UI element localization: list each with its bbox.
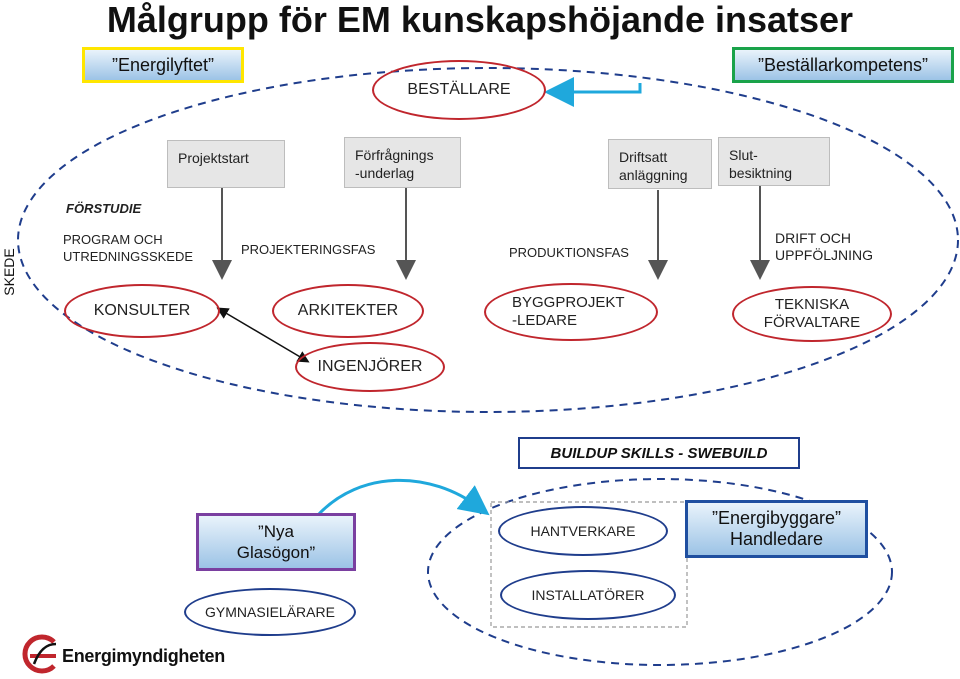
milestone-line2: besiktning — [729, 165, 793, 181]
phase-program: PROGRAM OCH UTREDNINGSSKEDE — [63, 231, 193, 265]
energibyggare-line2: Handledare — [729, 529, 824, 549]
energilyftet-box: ”Energilyftet” — [82, 47, 244, 83]
energibyggare-line1: ”Energibyggare” — [711, 508, 842, 528]
tekniska-line1: TEKNISKA — [774, 296, 850, 313]
logo-mark-icon — [22, 634, 57, 674]
phase-drift: DRIFT OCH UPPFÖLJNING — [775, 230, 873, 264]
page-title: Målgrupp för EM kunskapshöjande insatser — [106, 0, 854, 40]
milestone-line1: Driftsatt — [619, 149, 668, 165]
bestallare-oval: BESTÄLLARE — [372, 60, 546, 120]
buildup-skills-box: BUILDUP SKILLS - SWEBUILD — [518, 437, 800, 469]
milestone-slutbesiktning: Slut- besiktning — [718, 137, 830, 186]
forstudie-label: FÖRSTUDIE — [66, 201, 142, 216]
hantverkare-oval: HANTVERKARE — [498, 506, 668, 556]
big-dashed-ellipse — [17, 67, 959, 413]
nya-line1: ”Nya — [258, 522, 294, 541]
konsulter-oval: KONSULTER — [64, 284, 220, 338]
milestone-forfragningsunderlag: Förfrågnings -underlag — [344, 137, 461, 188]
phase-drift-line1: DRIFT OCH — [775, 230, 851, 246]
milestone-line2: anläggning — [619, 167, 688, 183]
phase-projektering: PROJEKTERINGSFAS — [241, 242, 376, 257]
byggprojekt-line2: -LEDARE — [512, 312, 578, 329]
lower-dashed-ellipse — [427, 478, 893, 666]
arkitekter-oval: ARKITEKTER — [272, 284, 424, 338]
milestone-line1: Förfrågnings — [355, 147, 434, 163]
milestone-driftsatt: Driftsatt anläggning — [608, 139, 712, 189]
bestallar-arrow — [544, 77, 642, 107]
logo-text: Energimyndigheten — [62, 646, 225, 666]
phase-program-line2: UTREDNINGSSKEDE — [63, 249, 194, 264]
energimyndigheten-logo: Energimyndigheten — [20, 634, 225, 674]
konsulter-ingenjorer-link — [216, 307, 310, 363]
skede-label: SKEDE — [1, 248, 17, 296]
milestone-projektstart-label: Projektstart — [178, 150, 249, 166]
gymnasielarare-oval: GYMNASIELÄRARE — [184, 588, 356, 636]
milestone-projektstart: Projektstart — [167, 140, 285, 188]
tekniska-forvaltare-oval: TEKNISKA FÖRVALTARE — [732, 286, 892, 342]
ingenjorer-oval: INGENJÖRER — [295, 342, 445, 392]
nya-glasogon-arrow — [316, 478, 490, 517]
craft-dashed-box — [490, 501, 688, 628]
tekniska-line2: FÖRVALTARE — [763, 314, 861, 331]
nya-glasogon-box: ”Nya Glasögon” — [196, 513, 356, 571]
phase-drift-line2: UPPFÖLJNING — [775, 247, 874, 263]
phase-produktion: PRODUKTIONSFAS — [509, 245, 629, 260]
milestone-line1: Slut- — [729, 147, 758, 163]
installatorer-oval: INSTALLATÖRER — [500, 570, 676, 620]
milestone-line2: -underlag — [355, 165, 415, 181]
nya-line2: Glasögon” — [236, 543, 316, 562]
energibyggare-box: ”Energibyggare” Handledare — [685, 500, 868, 558]
byggprojekt-line1: BYGGPROJEKT — [512, 294, 625, 311]
byggprojektledare-oval: BYGGPROJEKT -LEDARE — [484, 283, 658, 341]
bestallarkompetens-box: ”Beställarkompetens” — [732, 47, 954, 83]
phase-program-line1: PROGRAM OCH — [63, 232, 163, 247]
